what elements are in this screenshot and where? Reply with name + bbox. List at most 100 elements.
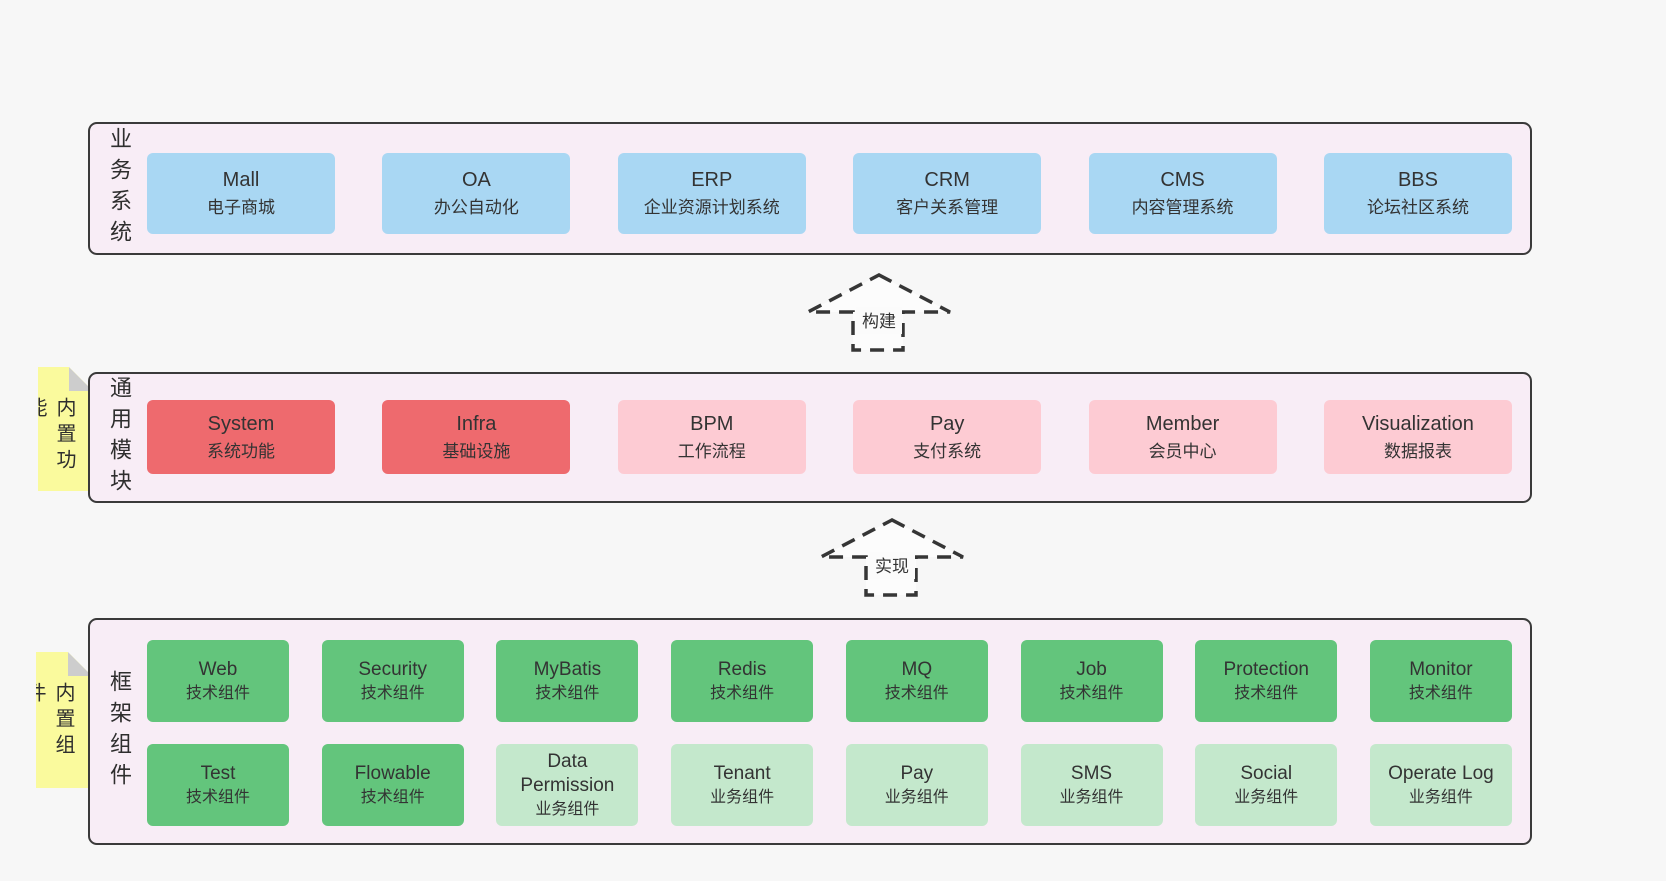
box-desc: 业务组件 [884,789,949,807]
sticky-note-builtin-components: 内置组件 [36,652,92,788]
box-erp: ERP 企业资源计划系统 [617,153,806,234]
box-desc: 系统功能 [207,441,275,461]
box-operate-log: Operate Log 业务组件 [1369,744,1512,826]
box-cms: CMS 内容管理系统 [1088,153,1277,234]
components-box-row-2: Test 技术组件 Flowable 技术组件 Data Permission … [147,744,1512,826]
box-desc: 基础设施 [442,441,511,461]
arrow-implement-icon: 实现 [820,518,964,597]
box-name: Protection [1223,658,1309,680]
box-desc: 技术组件 [884,685,949,703]
box-desc: 业务组件 [1408,789,1473,807]
panel-title-common-modules: 通用模块 [107,375,132,500]
box-name: OA [461,169,491,192]
box-tenant: Tenant 业务组件 [671,744,814,826]
box-name: Tenant [713,762,771,784]
box-name: Pay [929,412,965,435]
box-flowable: Flowable 技术组件 [321,744,464,826]
box-monitor: Monitor 技术组件 [1369,640,1512,722]
box-name: CRM [924,169,970,192]
box-desc: 技术组件 [1408,685,1473,703]
box-job: Job 技术组件 [1020,640,1163,722]
box-name: System [207,412,275,435]
box-name: MQ [901,658,933,680]
box-desc: 技术组件 [360,685,425,703]
box-name: Flowable [354,762,431,784]
box-desc: 技术组件 [1234,685,1299,703]
box-name: BBS [1397,169,1438,192]
box-desc: 技术组件 [185,685,250,703]
arrow-build-icon: 构建 [807,273,951,352]
box-desc: 业务组件 [710,789,775,807]
panel-title-business-systems: 业务系统 [107,126,132,251]
box-name: Monitor [1409,658,1473,680]
box-mall: Mall 电子商城 [147,153,335,234]
box-name: Data Permission [520,751,615,796]
box-security: Security 技术组件 [321,640,464,722]
box-oa: OA 办公自动化 [382,153,571,234]
box-desc: 业务组件 [1059,789,1124,807]
box-name: Security [358,658,428,680]
business-box-row: Mall 电子商城 OA 办公自动化 ERP 企业资源计划系统 CRM 客户关系… [147,153,1512,234]
panel-business-systems: 业务系统 Mall 电子商城 OA 办公自动化 ERP 企业资源计划系统 CRM… [88,122,1532,255]
components-box-row-1: Web 技术组件 Security 技术组件 MyBatis 技术组件 Redi… [147,640,1512,722]
box-bbs: BBS 论坛社区系统 [1323,153,1512,234]
box-test: Test 技术组件 [147,744,289,826]
box-visualization: Visualization 数据报表 [1323,400,1512,474]
box-mq: MQ 技术组件 [845,640,988,722]
box-desc: 论坛社区系统 [1366,198,1469,218]
box-name: MyBatis [533,658,602,680]
box-name: Redis [717,658,767,680]
note-label: 内置功能 [24,397,75,475]
sticky-note-builtin-features: 内置功能 [38,367,93,491]
box-desc: 数据报表 [1383,441,1452,461]
arrow-build-label: 构建 [862,312,896,331]
box-desc: 技术组件 [535,685,600,703]
box-desc: 工作流程 [677,441,746,461]
box-crm: CRM 客户关系管理 [853,153,1042,234]
box-sms: SMS 业务组件 [1020,744,1163,826]
box-name: Test [200,762,236,784]
box-desc: 技术组件 [360,789,425,807]
panel-common-modules: 通用模块 System 系统功能 Infra 基础设施 BPM 工作流程 Pay… [88,372,1532,503]
box-desc: 技术组件 [710,685,775,703]
box-pay-system: Pay 支付系统 [853,400,1042,474]
box-member: Member 会员中心 [1088,400,1277,474]
box-infra: Infra 基础设施 [382,400,571,474]
box-desc: 办公自动化 [433,198,519,218]
box-name: Job [1076,658,1107,680]
box-desc: 支付系统 [913,441,982,461]
box-redis: Redis 技术组件 [671,640,814,722]
box-desc: 企业资源计划系统 [643,198,780,218]
box-name: Pay [900,762,934,784]
box-desc: 内容管理系统 [1131,198,1234,218]
box-name: Member [1145,412,1220,435]
box-name: SMS [1070,762,1113,784]
panel-title-framework-components: 框架组件 [107,669,132,794]
box-system: System 系统功能 [147,400,335,474]
modules-box-row: System 系统功能 Infra 基础设施 BPM 工作流程 Pay 支付系统… [147,400,1512,474]
box-desc: 技术组件 [185,789,250,807]
box-protection: Protection 技术组件 [1195,640,1338,722]
box-desc: 业务组件 [1234,789,1299,807]
box-bpm: BPM 工作流程 [617,400,806,474]
box-name: Web [198,658,238,680]
box-desc: 会员中心 [1148,441,1217,461]
box-name: Visualization [1361,412,1474,435]
box-name: BPM [690,412,734,435]
box-name: Operate Log [1388,762,1494,784]
box-pay-component: Pay 业务组件 [845,744,988,826]
box-desc: 电子商城 [207,198,275,218]
box-data-permission: Data Permission 业务组件 [496,744,639,826]
box-name: Mall [222,169,260,192]
arrow-implement-label: 实现 [875,557,909,576]
box-desc: 业务组件 [535,800,600,818]
box-desc: 客户关系管理 [896,198,999,218]
box-mybatis: MyBatis 技术组件 [496,640,639,722]
box-name: CMS [1160,169,1205,192]
box-name: Social [1240,762,1293,784]
box-social: Social 业务组件 [1195,744,1338,826]
note-label: 内置组件 [23,682,74,760]
box-web: Web 技术组件 [147,640,289,722]
box-desc: 技术组件 [1059,685,1124,703]
